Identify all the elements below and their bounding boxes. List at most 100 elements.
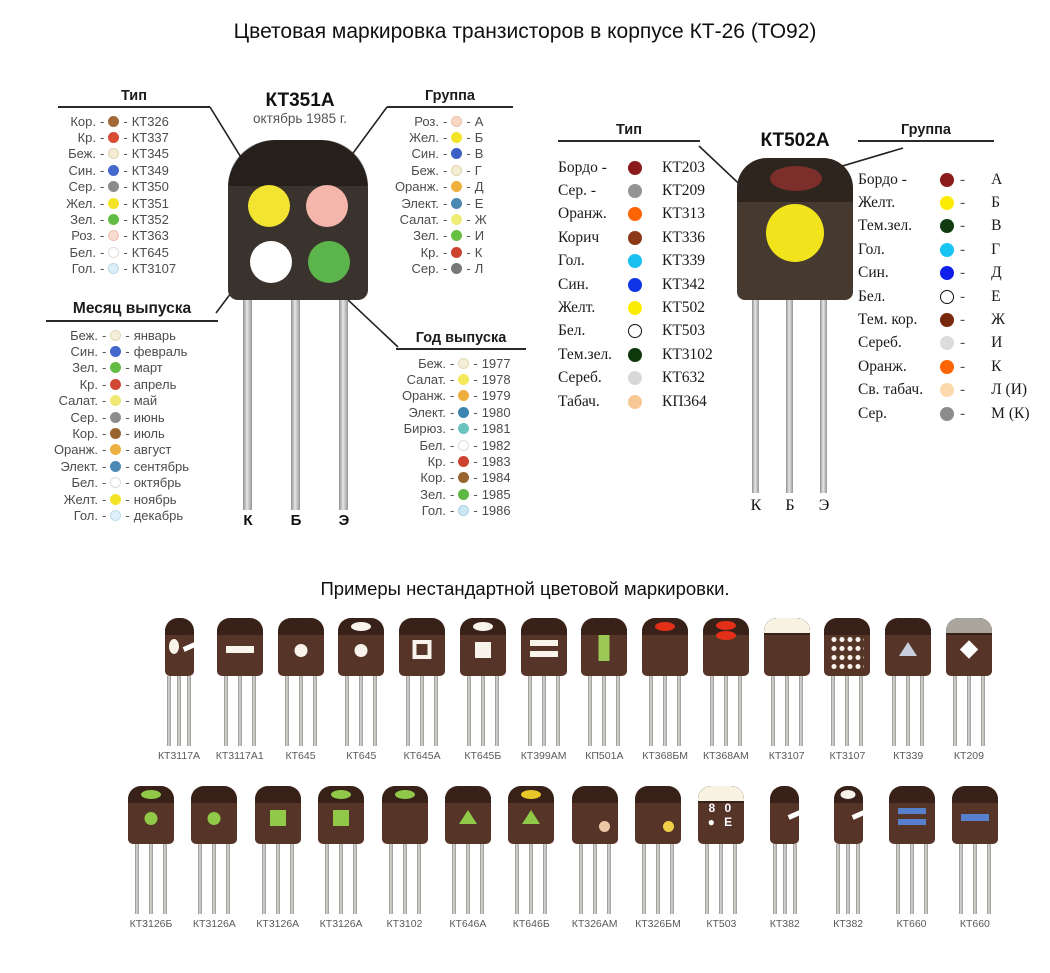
legend-row: Кор.--июль	[46, 425, 218, 441]
transistor-example: КТ645Б	[454, 618, 512, 762]
dash: -	[443, 162, 448, 178]
color-name: Сер.	[858, 404, 888, 422]
color-dot	[628, 301, 642, 316]
color-dot	[458, 456, 470, 468]
legend-row: Св. табач.-Л (И)	[858, 379, 1027, 402]
transistor-label: КТ326БМ	[635, 918, 681, 930]
legend-row: Беж.--1977	[396, 355, 526, 371]
legend-value: Д	[474, 179, 484, 195]
color-dot	[108, 263, 120, 275]
color-dot	[940, 219, 954, 234]
kt351a-name: КТ351А	[265, 90, 335, 111]
color-dot	[108, 115, 120, 127]
transistor-label: КТ368АМ	[702, 750, 749, 762]
legend-row: Элект.--сентябрь	[46, 458, 218, 474]
color-name: Гол.	[558, 252, 585, 270]
color-dot	[628, 277, 642, 292]
mark-top-ellipse	[472, 622, 493, 631]
legend-value: Е	[991, 287, 1001, 305]
color-dot	[940, 406, 954, 421]
dash: -	[102, 409, 107, 425]
legend-row: Син.--В	[387, 146, 513, 162]
transistor-body	[381, 786, 428, 844]
legend-value: КТ503	[662, 322, 706, 340]
transistor-body-top	[216, 618, 263, 635]
legend-value: КТ349	[131, 162, 169, 178]
transistor-label: КТ646А	[449, 918, 487, 930]
color-dot	[108, 246, 120, 258]
kt351a-type-dot	[248, 185, 290, 227]
transistor-label: КТ645	[285, 750, 316, 762]
color-dot	[628, 207, 642, 222]
transistor-body	[581, 618, 628, 676]
color-name: Беж.	[70, 327, 98, 343]
color-dot	[458, 505, 470, 517]
dash: -	[100, 162, 105, 178]
transistor-example: КТ3117А	[150, 618, 208, 762]
mark-top-ellipse	[655, 622, 676, 631]
transistor-label: КТ3126А	[256, 918, 300, 930]
legend-value: январь	[133, 327, 176, 343]
transistor-example: КТ326БМ	[629, 786, 687, 930]
color-dot	[110, 477, 122, 489]
page-title: Цветовая маркировка транзисторов в корпу…	[233, 20, 817, 43]
dash: -	[123, 162, 128, 178]
legend-value: ноябрь	[133, 491, 177, 507]
legend-row: Син.КТ342	[558, 273, 705, 296]
dash: -	[123, 146, 128, 162]
transistor-example: КТ3117А1	[211, 618, 269, 762]
color-name: Элект.	[60, 458, 98, 474]
color-name: Роз.	[414, 113, 439, 129]
color-dot	[110, 460, 122, 472]
mark-oval	[168, 639, 179, 654]
legend-value: В	[991, 217, 1002, 235]
color-name: Бордо -	[558, 158, 607, 176]
transistor-leads	[705, 844, 738, 914]
transistor-example: КТ339	[879, 618, 937, 762]
kt502a-lead-b	[786, 300, 793, 493]
kt351a-date: октябрь 1985 г.	[253, 111, 347, 126]
color-dot	[458, 374, 470, 386]
transistor-body-top	[571, 786, 618, 803]
legend-row: Беж.--январь	[46, 327, 218, 343]
legend-value: КТ363	[131, 228, 169, 244]
color-name: Син.	[858, 264, 889, 282]
color-dot	[458, 357, 470, 369]
transistor-example: КП501А	[575, 618, 633, 762]
legend-value: КТ345	[131, 146, 169, 162]
color-name: Салат.	[406, 372, 446, 388]
dash: -	[466, 162, 471, 178]
color-dot	[458, 406, 470, 418]
dash: -	[125, 491, 130, 507]
legend-row: Жел.--КТ351	[58, 195, 210, 211]
legend-value: А	[991, 170, 1003, 188]
color-dot	[108, 181, 120, 193]
legend-value: Б	[474, 130, 484, 146]
color-name: Син.	[70, 344, 98, 360]
transistor-label: КТ645А	[403, 750, 441, 762]
transistor-body-top	[399, 618, 446, 635]
dash: -	[443, 146, 448, 162]
legend-row: Бел.-Е	[858, 285, 1001, 308]
color-dot	[628, 184, 642, 199]
mark-bars2	[897, 808, 926, 814]
legend-row: Син.--КТ349	[58, 162, 210, 178]
legend-value: В	[474, 146, 484, 162]
transistor-body-top	[885, 618, 932, 635]
color-dot	[108, 230, 120, 242]
color-name: Беж.	[418, 355, 446, 371]
transistor-label: КТ660	[896, 918, 927, 930]
legend-value: КТ3107	[131, 261, 177, 277]
legend-row: Сер.-М (К)	[858, 402, 1030, 425]
transistor-body	[763, 618, 810, 676]
color-dot	[110, 493, 122, 505]
mark-top-ellipse	[521, 790, 542, 799]
transistor-body	[191, 786, 238, 844]
dash: -	[450, 503, 455, 519]
transistor-example: КТ660	[946, 786, 1004, 930]
legend-row: Гол.--1986	[396, 503, 526, 519]
color-dot	[451, 115, 463, 127]
dash: -	[960, 170, 966, 188]
legend-value: 1978	[481, 372, 511, 388]
